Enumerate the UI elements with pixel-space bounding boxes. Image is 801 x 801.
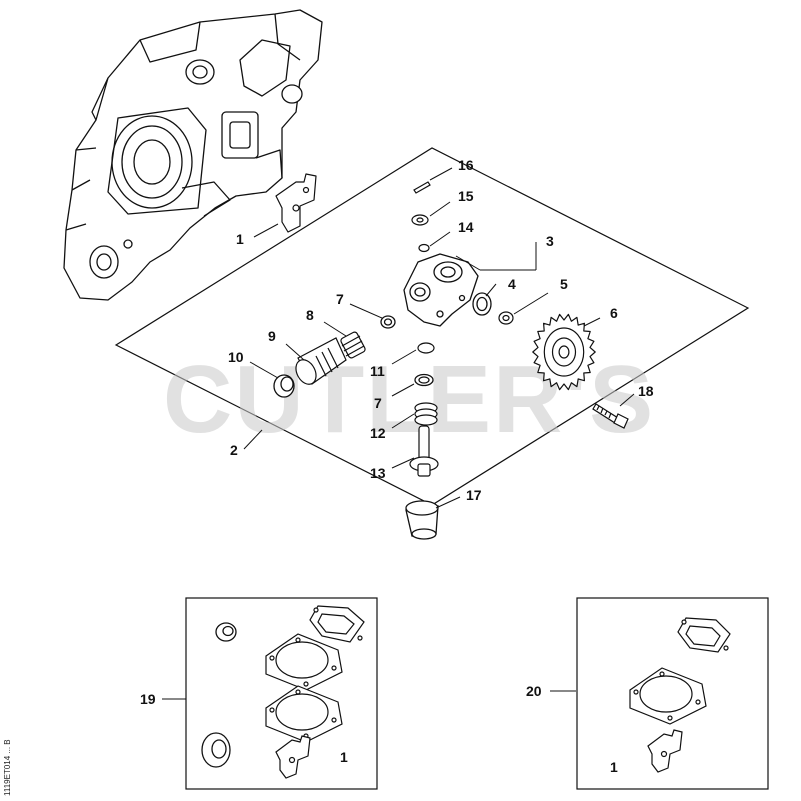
gasket-icon <box>265 633 343 691</box>
callout-8: 8 <box>306 307 314 323</box>
bracket-icon <box>275 735 311 779</box>
screw-icon <box>592 403 629 429</box>
shaft-pin-icon <box>409 425 439 477</box>
callout-4: 4 <box>508 276 516 292</box>
callout-20: 20 <box>526 683 542 699</box>
callout-13: 13 <box>370 465 386 481</box>
callout-14: 14 <box>458 219 474 235</box>
callout-15: 15 <box>458 188 474 204</box>
callout-5: 5 <box>560 276 568 292</box>
bracket-icon <box>275 173 317 233</box>
callout-labels: 1 2 3 4 5 6 7 8 9 10 11 7 12 13 14 15 16… <box>140 157 654 775</box>
callout-7: 7 <box>336 291 344 307</box>
callout-1-kit19: 1 <box>340 749 348 765</box>
oil-pump-housing-icon <box>403 253 479 327</box>
crankcase-housing-icon <box>63 9 323 301</box>
callout-2: 2 <box>230 442 238 458</box>
spring-icon <box>414 402 438 426</box>
spring-icon <box>340 331 366 359</box>
callout-1: 1 <box>236 231 244 247</box>
callout-16: 16 <box>458 157 474 173</box>
callout-19: 19 <box>140 691 156 707</box>
callout-7b: 7 <box>374 395 382 411</box>
o-ring-icon <box>414 373 434 387</box>
spur-gear-icon <box>532 313 596 391</box>
callout-6: 6 <box>610 305 618 321</box>
callout-17: 17 <box>466 487 482 503</box>
washer-icon <box>411 214 429 226</box>
pin-icon <box>413 181 431 194</box>
callout-18: 18 <box>638 383 654 399</box>
leader-lines <box>162 167 647 767</box>
callout-3: 3 <box>546 233 554 249</box>
washer-icon <box>498 311 514 325</box>
bushing-icon <box>405 500 439 540</box>
callout-11: 11 <box>370 363 385 379</box>
gasket-icon <box>265 685 343 743</box>
gasket-icon <box>309 605 365 643</box>
cap-icon <box>273 374 295 398</box>
o-ring-icon <box>380 315 396 329</box>
callout-9: 9 <box>268 328 276 344</box>
gasket-icon <box>629 667 707 725</box>
kit-outline-box <box>114 147 750 506</box>
gasket-icon <box>677 617 731 653</box>
oil-seal-icon <box>215 622 237 642</box>
oil-seal-icon <box>201 732 231 768</box>
o-ring-icon <box>417 342 435 354</box>
gear-bore <box>558 345 570 359</box>
callout-1-kit20: 1 <box>610 759 618 775</box>
worm-gear-icon <box>295 337 347 385</box>
bracket-icon <box>647 729 683 773</box>
document-code: 1119ET014 ... B <box>3 739 12 796</box>
callout-12: 12 <box>370 425 386 441</box>
oil-seal-icon <box>472 292 492 316</box>
callout-10: 10 <box>228 349 244 365</box>
o-ring-icon <box>418 243 430 253</box>
